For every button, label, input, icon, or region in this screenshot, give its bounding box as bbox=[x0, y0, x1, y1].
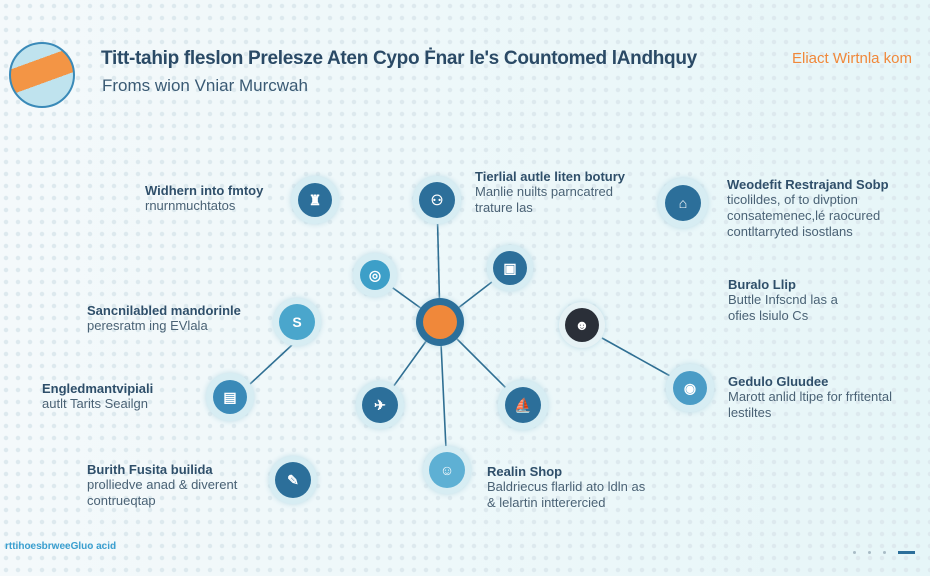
item-label: Weodefit Restrajand Sobp ticolildes, of … bbox=[727, 177, 889, 240]
item-label: Tierlial autle liten botury Manlie nuilt… bbox=[475, 169, 625, 216]
item-text: ofies lsiulo Cs bbox=[728, 308, 809, 323]
item-text: contrueqtap bbox=[87, 493, 156, 508]
page-dot[interactable] bbox=[868, 551, 871, 554]
item-text: ticolildes, of to divption bbox=[727, 192, 858, 207]
item-label: Gedulo Gluudee Marott anlid ltipe for fr… bbox=[728, 374, 892, 421]
item-title: Weodefit Restrajand Sobp bbox=[727, 177, 889, 192]
item-text: consatemenec,lé raocured bbox=[727, 208, 881, 223]
page-dot[interactable] bbox=[853, 551, 856, 554]
node-icon[interactable]: ⌂ bbox=[658, 178, 708, 228]
connector bbox=[249, 344, 293, 385]
node-icon[interactable]: ◉ bbox=[666, 364, 714, 412]
item-text: prolliedve anad & diverent bbox=[87, 477, 238, 492]
item-text: Baldriecus flarlid ato ldln as bbox=[487, 479, 646, 494]
item-title: Engledmantvipiali bbox=[42, 381, 154, 396]
node-icon[interactable]: ☺ bbox=[423, 446, 471, 494]
item-title: Widhern into fmtoy bbox=[145, 183, 264, 198]
node-icon[interactable]: ✎ bbox=[269, 456, 317, 504]
page-subtitle: Froms wion Vniar Murcwah bbox=[102, 76, 308, 95]
page-dot[interactable] bbox=[883, 551, 886, 554]
item-text: Manlie nuilts parncatred bbox=[475, 184, 614, 199]
pagination[interactable] bbox=[853, 551, 915, 554]
item-label: Burith Fusita builida prolliedve anad & … bbox=[87, 462, 237, 509]
item-label: Widhern into fmtoy rnurnmuchtatos bbox=[145, 183, 263, 214]
item-title: Burith Fusita builida bbox=[87, 462, 213, 477]
node-icon[interactable]: ✈ bbox=[356, 381, 404, 429]
header-link[interactable]: Eliact Wirtnla kom bbox=[792, 50, 913, 67]
node-icon[interactable]: ⚇ bbox=[413, 176, 461, 224]
node-icon[interactable]: ⛵ bbox=[498, 380, 548, 430]
item-label: Buralo Llip Buttle Infscnd las a ofies l… bbox=[728, 277, 838, 324]
item-title: Realin Shop bbox=[487, 464, 563, 479]
item-label: Sancnilabled mandorinle peresratm ing EV… bbox=[87, 303, 241, 334]
node-icon[interactable]: S bbox=[273, 298, 321, 346]
item-text: Buttle Infscnd las a bbox=[728, 292, 838, 307]
connector bbox=[601, 337, 673, 378]
node-icon[interactable]: ▤ bbox=[206, 373, 254, 421]
item-title: Gedulo Gluudee bbox=[728, 374, 829, 389]
item-text: peresratm ing EVlala bbox=[87, 318, 208, 333]
item-title: Sancnilabled mandorinle bbox=[87, 303, 241, 318]
page-dot-active[interactable] bbox=[898, 551, 915, 554]
node-icon[interactable]: ♜ bbox=[291, 176, 339, 224]
item-label: Engledmantvipiali autlt Tarits Seailgn bbox=[42, 381, 153, 412]
center-node[interactable] bbox=[416, 298, 464, 346]
item-title: Buralo Llip bbox=[728, 277, 796, 292]
item-text: Marott anlid ltipe for frfitental bbox=[728, 389, 893, 404]
logo bbox=[9, 42, 75, 108]
item-text: trature las bbox=[475, 200, 533, 215]
footer-text: rttihoesbrweeGluo acid bbox=[5, 541, 117, 552]
item-text: rnurnmuchtatos bbox=[145, 198, 236, 213]
node-icon[interactable]: ◎ bbox=[353, 253, 397, 297]
connector bbox=[439, 321, 448, 471]
item-text: contltarryted isostlans bbox=[727, 224, 853, 239]
item-title: Tierlial autle liten botury bbox=[475, 169, 626, 184]
item-text: & lelartin intterercied bbox=[487, 495, 606, 510]
page-title: Titt-tahip fleslon Prelesze Aten Cypo Ḟn… bbox=[101, 48, 697, 69]
item-label: Realin Shop Baldriecus flarlid ato ldln … bbox=[487, 464, 645, 511]
item-text: autlt Tarits Seailgn bbox=[42, 396, 148, 411]
node-icon[interactable]: ▣ bbox=[487, 245, 533, 291]
avatar[interactable]: ☻ bbox=[559, 302, 605, 348]
item-text: lestiltes bbox=[728, 405, 772, 420]
